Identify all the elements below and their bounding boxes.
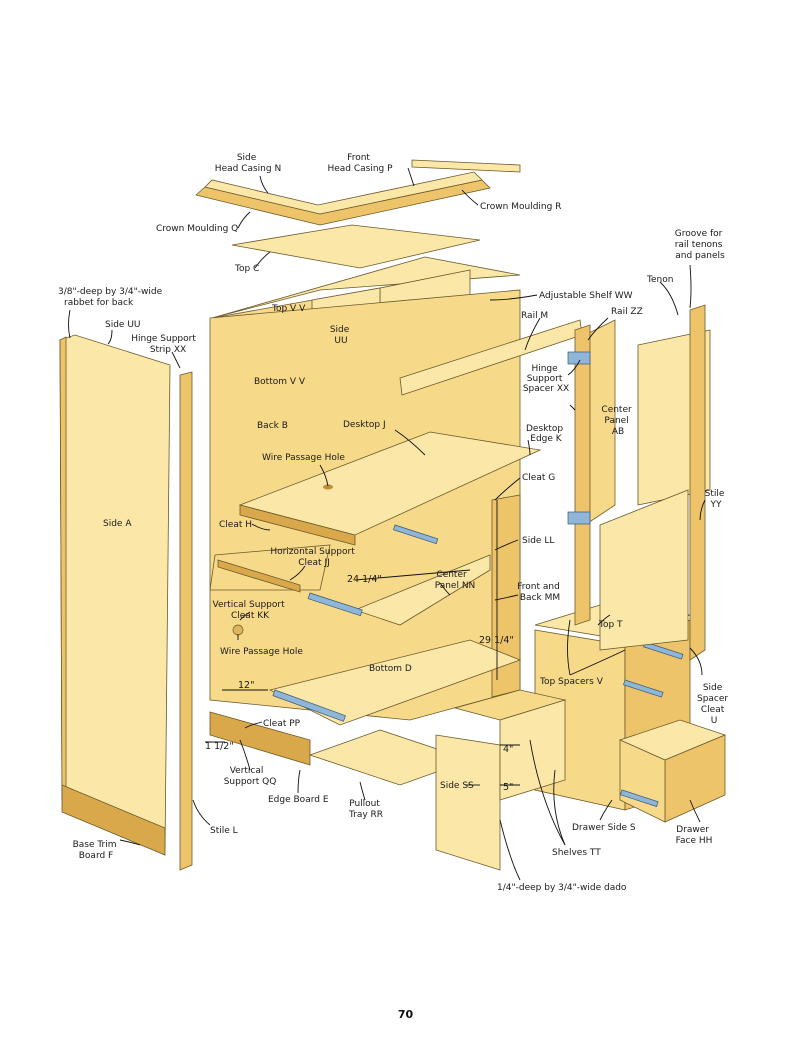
slide-1 bbox=[307, 592, 363, 617]
shelf-1 bbox=[499, 699, 566, 801]
label-desktop-edge: Desktop Edge K bbox=[526, 424, 566, 444]
label-cleat-g: Cleat G bbox=[522, 473, 555, 483]
front-head-casing bbox=[411, 159, 521, 173]
label-rail-zz: Rail ZZ bbox=[611, 307, 643, 317]
label-shelves-tt: Shelves TT bbox=[552, 848, 601, 858]
label-side-spacer-cleat: Side Spacer Cleat U bbox=[697, 683, 731, 726]
base-trim-board bbox=[61, 784, 166, 856]
label-vertical-support-qq: Vertical Support QQ bbox=[224, 766, 277, 787]
part-labels: Side Head Casing N Front Head Casing P C… bbox=[58, 153, 731, 893]
dim-depth-12: 12" bbox=[238, 680, 254, 691]
label-wire-passage-hole-top: Wire Passage Hole bbox=[262, 453, 345, 463]
hutch-top bbox=[211, 256, 521, 319]
label-hinge-support-strip: Hinge Support Strip XX bbox=[131, 334, 199, 355]
rail-zz bbox=[574, 324, 591, 626]
hinge-upper bbox=[567, 351, 591, 365]
slide-3 bbox=[272, 689, 346, 722]
cabinet-parts bbox=[59, 159, 727, 871]
label-top-vv: Top V V bbox=[271, 304, 306, 314]
side-a-edge bbox=[59, 336, 67, 801]
label-side-uu-inner: Side UU bbox=[330, 325, 352, 346]
vertical-support-kk bbox=[217, 559, 301, 593]
label-bottom-d: Bottom D bbox=[369, 664, 412, 674]
label-side-head-casing: Side Head Casing N bbox=[215, 153, 281, 174]
label-crown-moulding-r: Crown Moulding R bbox=[480, 202, 561, 212]
label-cleat-h: Cleat H bbox=[219, 520, 252, 530]
label-center-panel-ab: Center Panel AB bbox=[601, 405, 634, 437]
label-vertical-support-kk: Vertical Support Cleat KK bbox=[212, 600, 287, 621]
label-groove: Groove for rail tenons and panels bbox=[675, 229, 726, 261]
dim-height-29: 29 1/4" bbox=[479, 635, 514, 646]
wire-hole-top bbox=[323, 484, 333, 490]
hinge-lower bbox=[567, 511, 591, 525]
label-edge-board: Edge Board E bbox=[268, 795, 329, 805]
label-rail-m: Rail M bbox=[521, 311, 548, 321]
label-desktop-j: Desktop J bbox=[343, 420, 386, 430]
label-crown-moulding-q: Crown Moulding Q bbox=[156, 224, 238, 234]
label-drawer-face: Drawer Face HH bbox=[676, 825, 713, 846]
label-horizontal-support: Horizontal Support Cleat JJ bbox=[270, 547, 357, 568]
top-c-panel bbox=[231, 224, 481, 269]
label-side-a: Side A bbox=[103, 519, 132, 529]
label-bottom-vv: Bottom V V bbox=[254, 377, 306, 387]
label-drawer-side: Drawer Side S bbox=[572, 823, 636, 833]
label-wire-passage-hole-bottom: Wire Passage Hole bbox=[220, 647, 303, 657]
label-stile-l: Stile L bbox=[210, 826, 238, 836]
drawer-slide-3 bbox=[620, 789, 659, 807]
label-pullout-tray: Pullout Tray RR bbox=[348, 799, 383, 820]
crown-moulding-face bbox=[204, 171, 483, 215]
label-dado: 1/4"-deep by 3/4"-wide dado bbox=[497, 883, 627, 893]
dim-gap-1-5: 1 1/2" bbox=[205, 741, 234, 752]
label-top-c: Top C bbox=[234, 264, 259, 274]
wire-hole-bottom bbox=[232, 624, 244, 636]
label-stile-yy: Stile YY bbox=[705, 489, 728, 510]
dim-spacing-5: 5" bbox=[503, 782, 513, 793]
side-a-panel bbox=[59, 334, 171, 851]
door-lower-panel bbox=[599, 489, 689, 651]
dimension-labels: 24 1/4" 29 1/4" 12" 1 1/2" 4" 5" bbox=[205, 574, 514, 793]
label-cleat-pp: Cleat PP bbox=[263, 719, 301, 729]
dim-width-24: 24 1/4" bbox=[347, 574, 382, 585]
label-adjustable-shelf: Adjustable Shelf WW bbox=[539, 291, 633, 301]
label-hinge-support-spacer: Hinge Support Spacer XX bbox=[523, 364, 569, 394]
vertical-support-qq bbox=[209, 711, 311, 766]
label-side-ll: Side LL bbox=[522, 536, 554, 546]
label-back-b: Back B bbox=[257, 421, 288, 431]
label-center-panel-nn: Center Panel NN bbox=[435, 570, 476, 591]
horizontal-support bbox=[209, 544, 331, 591]
label-top-spacers: Top Spacers V bbox=[539, 677, 604, 687]
label-side-uu-left: Side UU bbox=[105, 320, 141, 330]
drawer-slide-2 bbox=[623, 679, 664, 698]
dim-spacing-4: 4" bbox=[503, 744, 513, 755]
desktop-edge bbox=[239, 504, 356, 546]
label-top-t: Top T bbox=[598, 620, 623, 630]
bottom-d-panel bbox=[268, 639, 522, 726]
label-rabbet: 3/8"-deep by 3/4"-wide rabbet for back bbox=[58, 287, 165, 308]
center-panel-nn bbox=[353, 554, 491, 626]
stile-l-strip bbox=[179, 371, 193, 871]
label-base-trim: Base Trim Board F bbox=[73, 840, 120, 861]
label-front-head-casing: Front Head Casing P bbox=[327, 153, 393, 174]
stile-yy bbox=[689, 304, 706, 661]
label-front-back-mm: Front and Back MM bbox=[517, 582, 562, 603]
label-tenon: Tenon bbox=[646, 275, 673, 285]
label-side-ss: Side SS bbox=[440, 781, 474, 791]
leader-lines bbox=[68, 167, 706, 881]
side-ss-panel bbox=[435, 734, 501, 871]
slide-2 bbox=[393, 524, 439, 545]
page-number: 70 bbox=[397, 1008, 414, 1021]
